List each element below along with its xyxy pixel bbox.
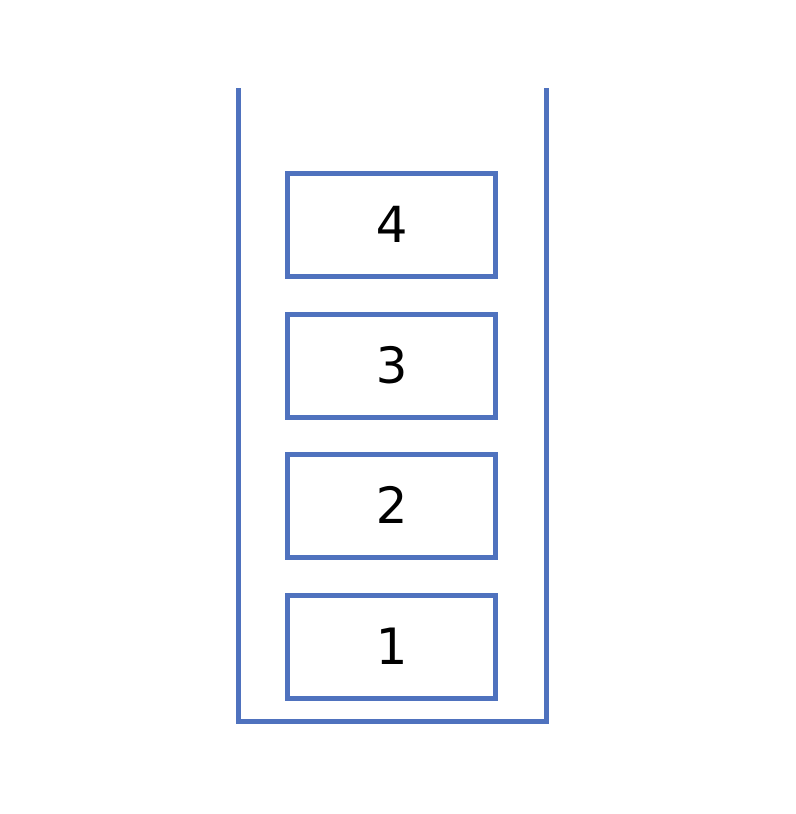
stack-item-2: 2	[285, 452, 498, 560]
stack-item-4: 4	[285, 171, 498, 279]
stack-item-3: 3	[285, 312, 498, 420]
stack-item-label: 1	[375, 618, 408, 676]
stack-item-label: 3	[375, 337, 408, 395]
stack-item-label: 2	[375, 477, 408, 535]
stack-item-label: 4	[375, 196, 408, 254]
stack-item-1: 1	[285, 593, 498, 701]
stack-container	[236, 88, 549, 724]
